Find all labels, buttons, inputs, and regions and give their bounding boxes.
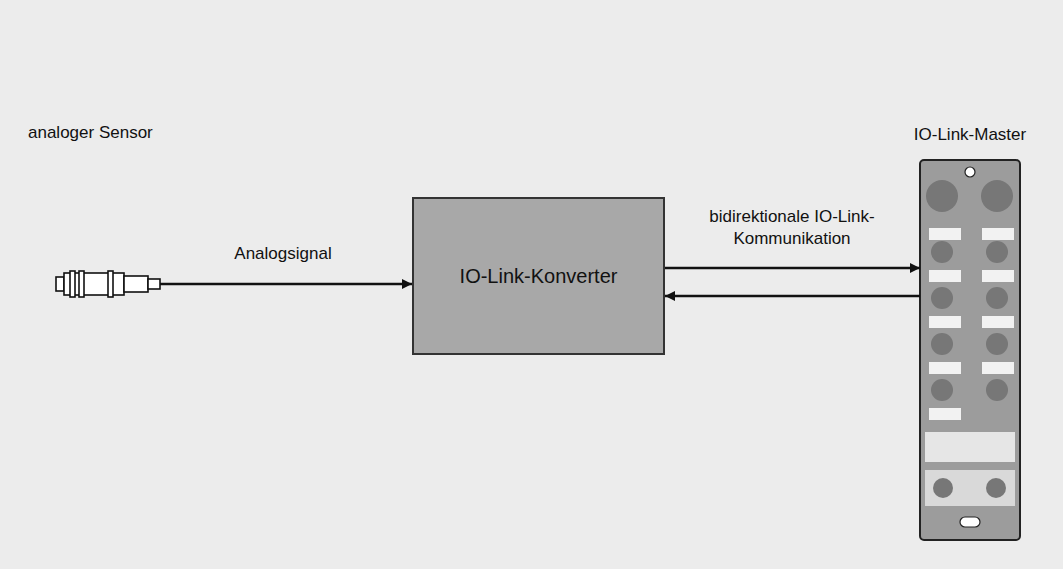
converter-box: IO-Link-Konverter: [412, 197, 665, 355]
port-socket: [931, 287, 953, 309]
port-socket: [931, 241, 953, 263]
port-socket: [986, 241, 1008, 263]
port-socket: [986, 379, 1008, 401]
port-socket: [986, 333, 1008, 355]
master-node: IO-Link-Master: [920, 160, 1020, 540]
port-tag: [982, 228, 1014, 240]
port-tag: [982, 362, 1014, 374]
port-tag: [929, 408, 961, 420]
power-socket: [986, 478, 1006, 498]
sensor-nut: [79, 271, 84, 297]
power-panel: [925, 470, 1015, 506]
signal-arrow: [665, 267, 920, 270]
port-socket: [931, 379, 953, 401]
port-tag: [982, 270, 1014, 282]
port-socket: [926, 180, 958, 212]
port-tag: [982, 316, 1014, 328]
sensor-nut: [70, 271, 75, 297]
port-socket: [931, 333, 953, 355]
label-panel: [925, 432, 1015, 462]
port-tag: [929, 228, 961, 240]
sensor-plug: [124, 276, 148, 292]
power-socket: [933, 478, 953, 498]
signal-arrow: [665, 295, 920, 298]
mounting-slot: [960, 517, 980, 527]
sensor-illustration: [56, 271, 191, 297]
sensor-nut: [108, 271, 113, 297]
sensor-node: analoger Sensor: [28, 118, 191, 300]
master-housing: [920, 160, 1020, 540]
edge-label: bidirektionale IO-Link-Kommunikation: [677, 206, 907, 250]
sensor-cable: [160, 283, 191, 286]
port-tag: [929, 270, 961, 282]
signal-arrow: [191, 283, 412, 286]
mounting-hole: [965, 167, 975, 177]
sensor-nose: [56, 277, 64, 291]
edge-label: Analogsignal: [234, 243, 331, 265]
port-tag: [929, 316, 961, 328]
master-illustration: [920, 160, 1020, 540]
port-socket: [986, 287, 1008, 309]
node-heading: analoger Sensor: [28, 118, 153, 143]
port-rows: [929, 228, 1014, 420]
node-heading: IO-Link-Master: [914, 124, 1026, 145]
box-title: IO-Link-Konverter: [460, 264, 618, 289]
port-socket: [981, 180, 1013, 212]
sensor-plug-tail: [148, 279, 160, 289]
port-tag: [929, 362, 961, 374]
